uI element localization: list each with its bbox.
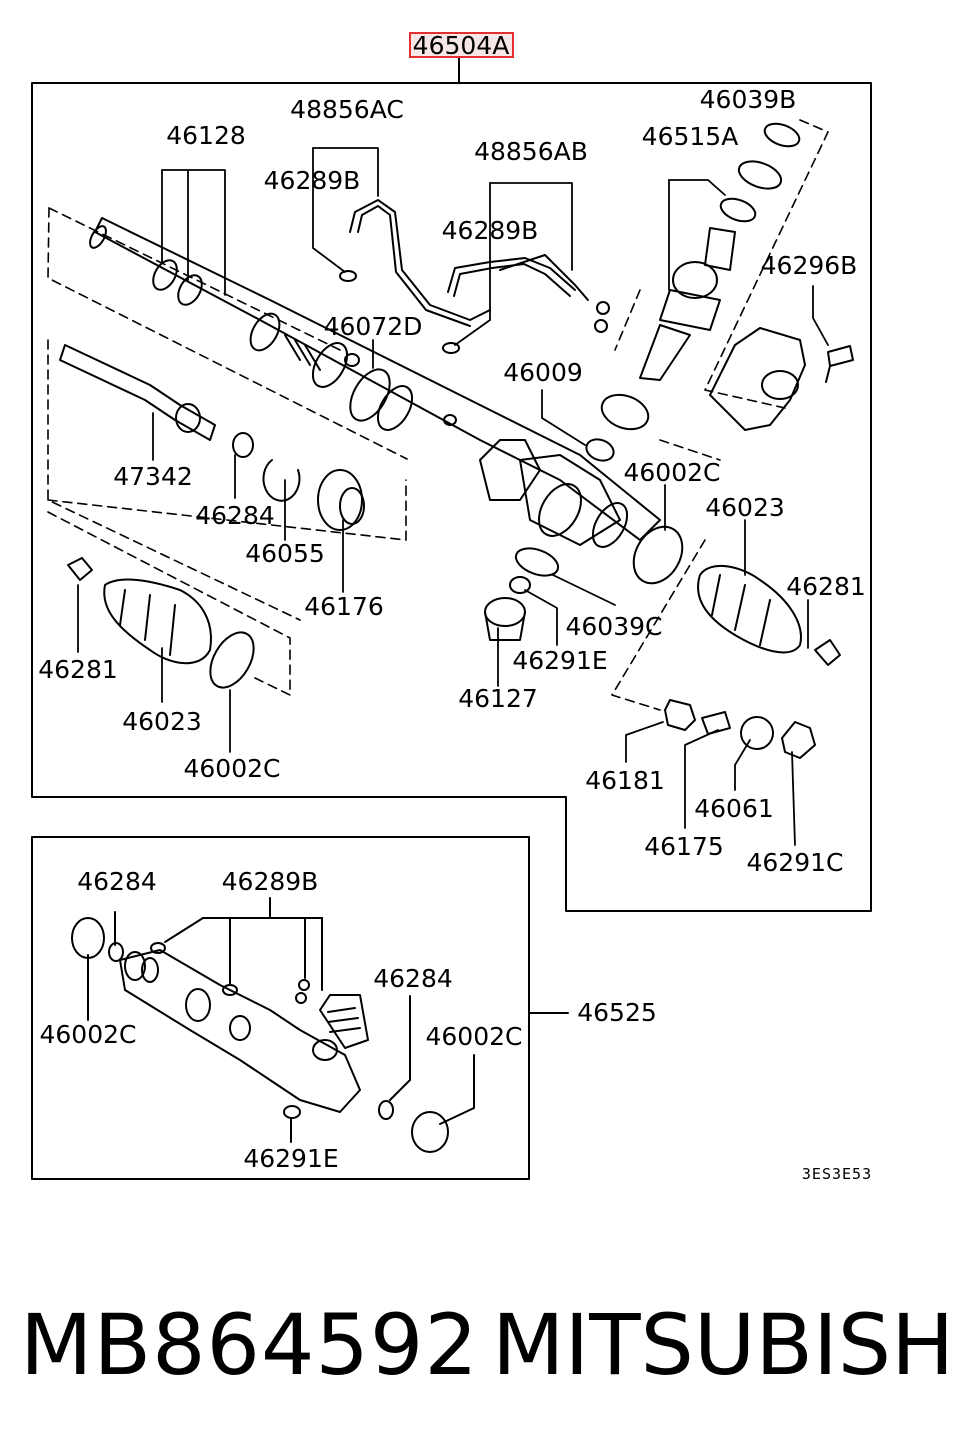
callout-46284-b[interactable]: 46284 bbox=[77, 867, 157, 896]
seal-46039C bbox=[514, 547, 560, 577]
callout-46284-c[interactable]: 46284 bbox=[373, 964, 453, 993]
callout-46128[interactable]: 46128 bbox=[166, 121, 246, 150]
callout-46515A[interactable]: 46515A bbox=[642, 122, 739, 151]
dashed-guides bbox=[47, 119, 829, 711]
callout-46289B-top[interactable]: 46289B bbox=[264, 166, 361, 195]
callout-46284-a[interactable]: 46284 bbox=[195, 501, 275, 530]
steering-rack bbox=[89, 217, 661, 548]
callout-46002C-d[interactable]: 46002C bbox=[426, 1022, 523, 1051]
pinion-housing bbox=[709, 327, 854, 431]
pressure-lines bbox=[339, 199, 610, 354]
callout-46289B-mid[interactable]: 46289B bbox=[442, 216, 539, 245]
callout-46055[interactable]: 46055 bbox=[245, 539, 325, 568]
callout-46525[interactable]: 46525 bbox=[577, 998, 657, 1027]
callout-46039B[interactable]: 46039B bbox=[700, 85, 797, 114]
callout-46039C[interactable]: 46039C bbox=[566, 612, 663, 641]
sub-assembly-frame bbox=[31, 836, 530, 1180]
callout-46289B-low[interactable]: 46289B bbox=[222, 867, 319, 896]
main-group-frame bbox=[31, 82, 872, 912]
callout-46009[interactable]: 46009 bbox=[503, 358, 583, 387]
callout-46291C[interactable]: 46291C bbox=[747, 848, 844, 877]
callout-46002C-a[interactable]: 46002C bbox=[624, 458, 721, 487]
callout-46281-right[interactable]: 46281 bbox=[786, 572, 866, 601]
manufacturer-name: MITSUBISHI bbox=[492, 1296, 960, 1394]
tie-rod-end bbox=[59, 344, 216, 441]
callout-46061[interactable]: 46061 bbox=[694, 794, 774, 823]
callout-46023-right[interactable]: 46023 bbox=[705, 493, 785, 522]
header-part-label[interactable]: 46504A bbox=[413, 31, 510, 60]
callout-46002C-b[interactable]: 46002C bbox=[184, 754, 281, 783]
callout-46176[interactable]: 46176 bbox=[304, 592, 384, 621]
washer-46284 bbox=[232, 432, 254, 458]
leader-lines bbox=[77, 147, 829, 846]
sub-assembly-46525 bbox=[71, 897, 475, 1153]
callout-46072D[interactable]: 46072D bbox=[324, 312, 423, 341]
header-highlight bbox=[409, 32, 514, 58]
part-caption: MB864592 MITSUBISHI bbox=[0, 1290, 960, 1400]
rack-guide-parts bbox=[664, 699, 816, 759]
callout-46002C-c[interactable]: 46002C bbox=[40, 1020, 137, 1049]
callout-46175[interactable]: 46175 bbox=[644, 832, 724, 861]
callout-46281-left[interactable]: 46281 bbox=[38, 655, 118, 684]
callout-46291E-a[interactable]: 46291E bbox=[512, 646, 607, 675]
clip-46281-left bbox=[67, 557, 93, 581]
diagram-code: 3ES3E53 bbox=[802, 1165, 872, 1183]
part-number: MB864592 bbox=[20, 1296, 479, 1394]
callout-47342[interactable]: 47342 bbox=[113, 462, 193, 491]
bushing-46176 bbox=[317, 469, 365, 531]
callout-48856AC[interactable]: 48856AC bbox=[290, 95, 404, 124]
callout-46296B[interactable]: 46296B bbox=[761, 251, 858, 280]
snap-ring-46055 bbox=[262, 459, 301, 502]
cap-46127 bbox=[484, 597, 526, 641]
callout-46181[interactable]: 46181 bbox=[585, 766, 665, 795]
callout-46127[interactable]: 46127 bbox=[458, 684, 538, 713]
clamp-46002C-right bbox=[632, 525, 684, 585]
nut-46291E bbox=[509, 576, 531, 594]
clip-46281-right bbox=[814, 639, 841, 666]
pinion-assembly bbox=[585, 122, 801, 462]
boot-left bbox=[103, 578, 255, 689]
callout-46023-left[interactable]: 46023 bbox=[122, 707, 202, 736]
boot-right bbox=[697, 564, 802, 654]
callout-48856AB[interactable]: 48856AB bbox=[474, 137, 588, 166]
callout-46291E-b[interactable]: 46291E bbox=[243, 1144, 338, 1173]
